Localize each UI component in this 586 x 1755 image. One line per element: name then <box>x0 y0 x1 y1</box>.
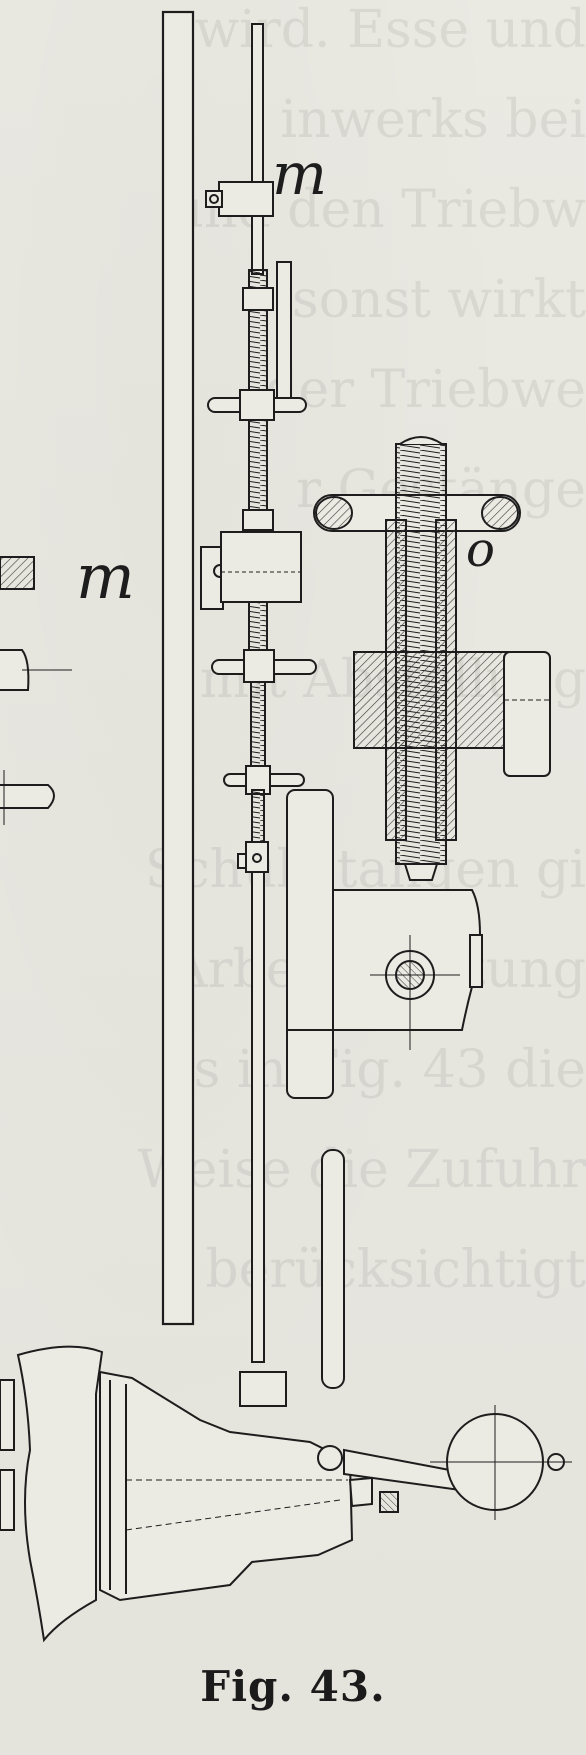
lower-rod <box>251 871 265 1363</box>
label-m-middle: m <box>76 540 135 613</box>
bearing-bracket <box>286 789 483 1099</box>
label-m-top: m <box>272 140 327 208</box>
hand-wheel-upper <box>207 389 307 421</box>
label-o: o <box>466 522 495 578</box>
left-edge-parts <box>0 556 72 825</box>
hand-wheel-middle <box>211 649 317 683</box>
machine-base <box>0 1345 572 1643</box>
upper-rod <box>251 23 264 275</box>
clevis-joint <box>237 841 269 873</box>
nut-cross-section <box>313 436 551 881</box>
standing-rod <box>321 1149 345 1389</box>
figure-caption: Fig. 43. <box>200 1662 386 1711</box>
collar-m-top <box>205 181 274 217</box>
collar-m-middle <box>200 531 302 610</box>
vertical-guide-bar <box>161 10 195 1326</box>
